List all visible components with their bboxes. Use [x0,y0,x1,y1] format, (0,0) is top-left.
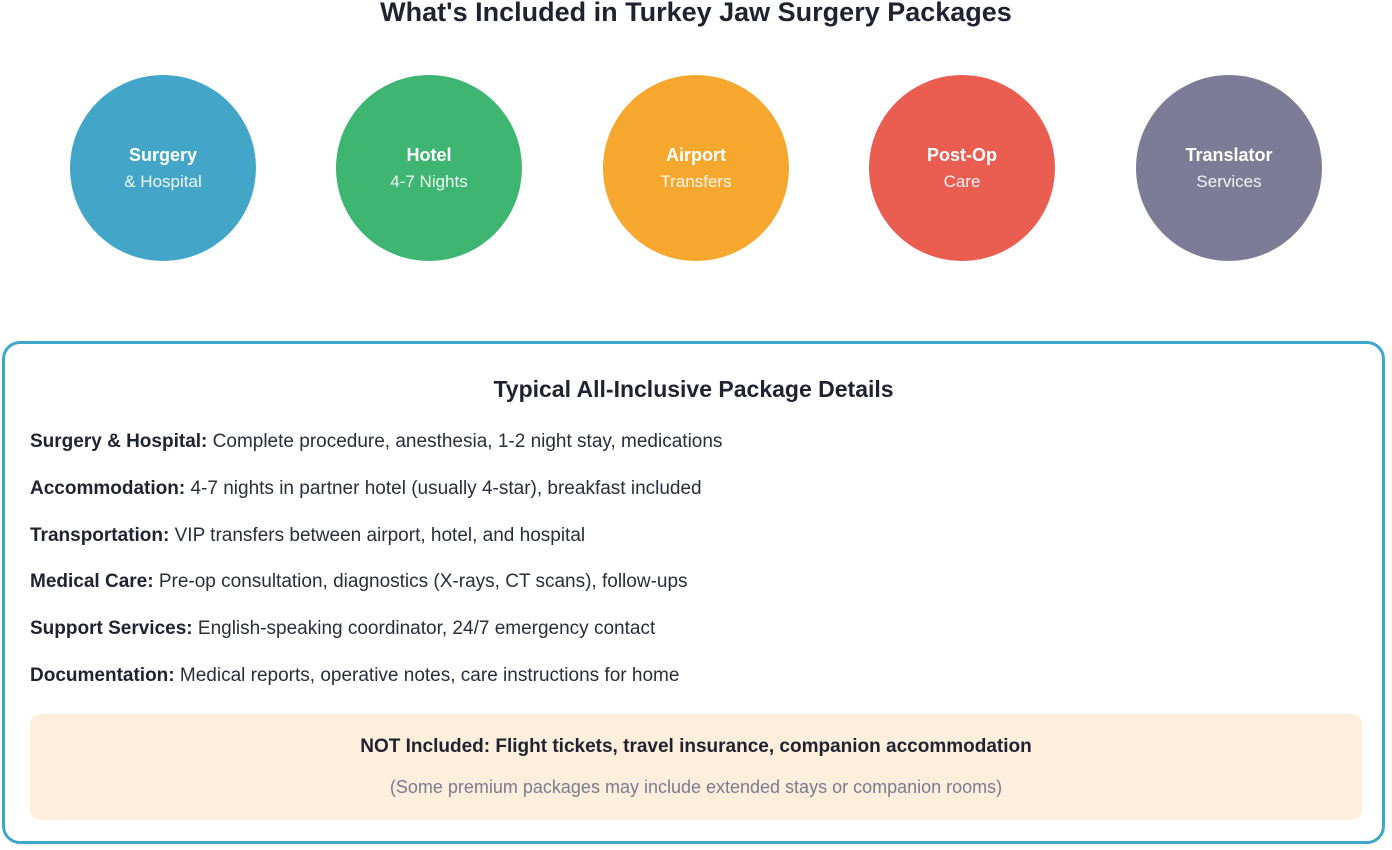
detail-label: Transportation: [30,525,170,546]
detail-row-surgery: Surgery & Hospital: Complete procedure, … [30,430,722,454]
circle-title: Airport [666,144,726,165]
circle-title: Post-Op [927,144,997,165]
detail-text: Complete procedure, anesthesia, 1-2 nigh… [212,431,723,452]
detail-text: VIP transfers between airport, hotel, an… [174,525,586,546]
detail-label: Support Services: [30,618,193,639]
detail-row-transportation: Transportation: VIP transfers between ai… [30,524,585,548]
circle-post-op: Post-Op Care [869,75,1055,261]
circle-subtitle: Transfers [660,171,732,191]
circle-translator: Translator Services [1136,75,1322,261]
detail-text: English-speaking coordinator, 24/7 emerg… [197,618,656,639]
detail-text: Medical reports, operative notes, care i… [179,665,680,686]
detail-label: Documentation: [30,665,175,686]
detail-row-accommodation: Accommodation: 4-7 nights in partner hot… [30,477,702,501]
circle-subtitle: & Hospital [124,171,202,191]
circle-subtitle: Services [1196,171,1262,191]
detail-row-support-services: Support Services: English-speaking coord… [30,617,655,641]
not-included-box: NOT Included: Flight tickets, travel ins… [30,714,1362,820]
detail-label: Surgery & Hospital: [30,431,208,452]
details-title: Typical All-Inclusive Package Details [493,376,894,402]
page-title: What's Included in Turkey Jaw Surgery Pa… [380,0,1012,27]
package-details-panel: Typical All-Inclusive Package Details Su… [2,341,1385,844]
detail-label: Medical Care: [30,571,154,592]
not-included-note: (Some premium packages may include exten… [389,777,1003,797]
detail-text: Pre-op consultation, diagnostics (X-rays… [158,571,688,592]
circle-subtitle: Care [943,171,981,191]
circle-title: Translator [1185,144,1273,165]
detail-row-documentation: Documentation: Medical reports, operativ… [30,664,679,688]
detail-row-medical-care: Medical Care: Pre-op consultation, diagn… [30,570,688,594]
not-included-text: NOT Included: Flight tickets, travel ins… [360,736,1032,757]
circle-airport: Airport Transfers [603,75,789,261]
circle-hotel: Hotel 4-7 Nights [336,75,522,261]
circle-subtitle: 4-7 Nights [390,171,468,191]
detail-text: 4-7 nights in partner hotel (usually 4-s… [190,478,702,499]
circle-title: Hotel [406,144,452,165]
detail-label: Accommodation: [30,478,186,499]
circle-surgery: Surgery & Hospital [70,75,256,261]
circle-title: Surgery [128,144,198,165]
